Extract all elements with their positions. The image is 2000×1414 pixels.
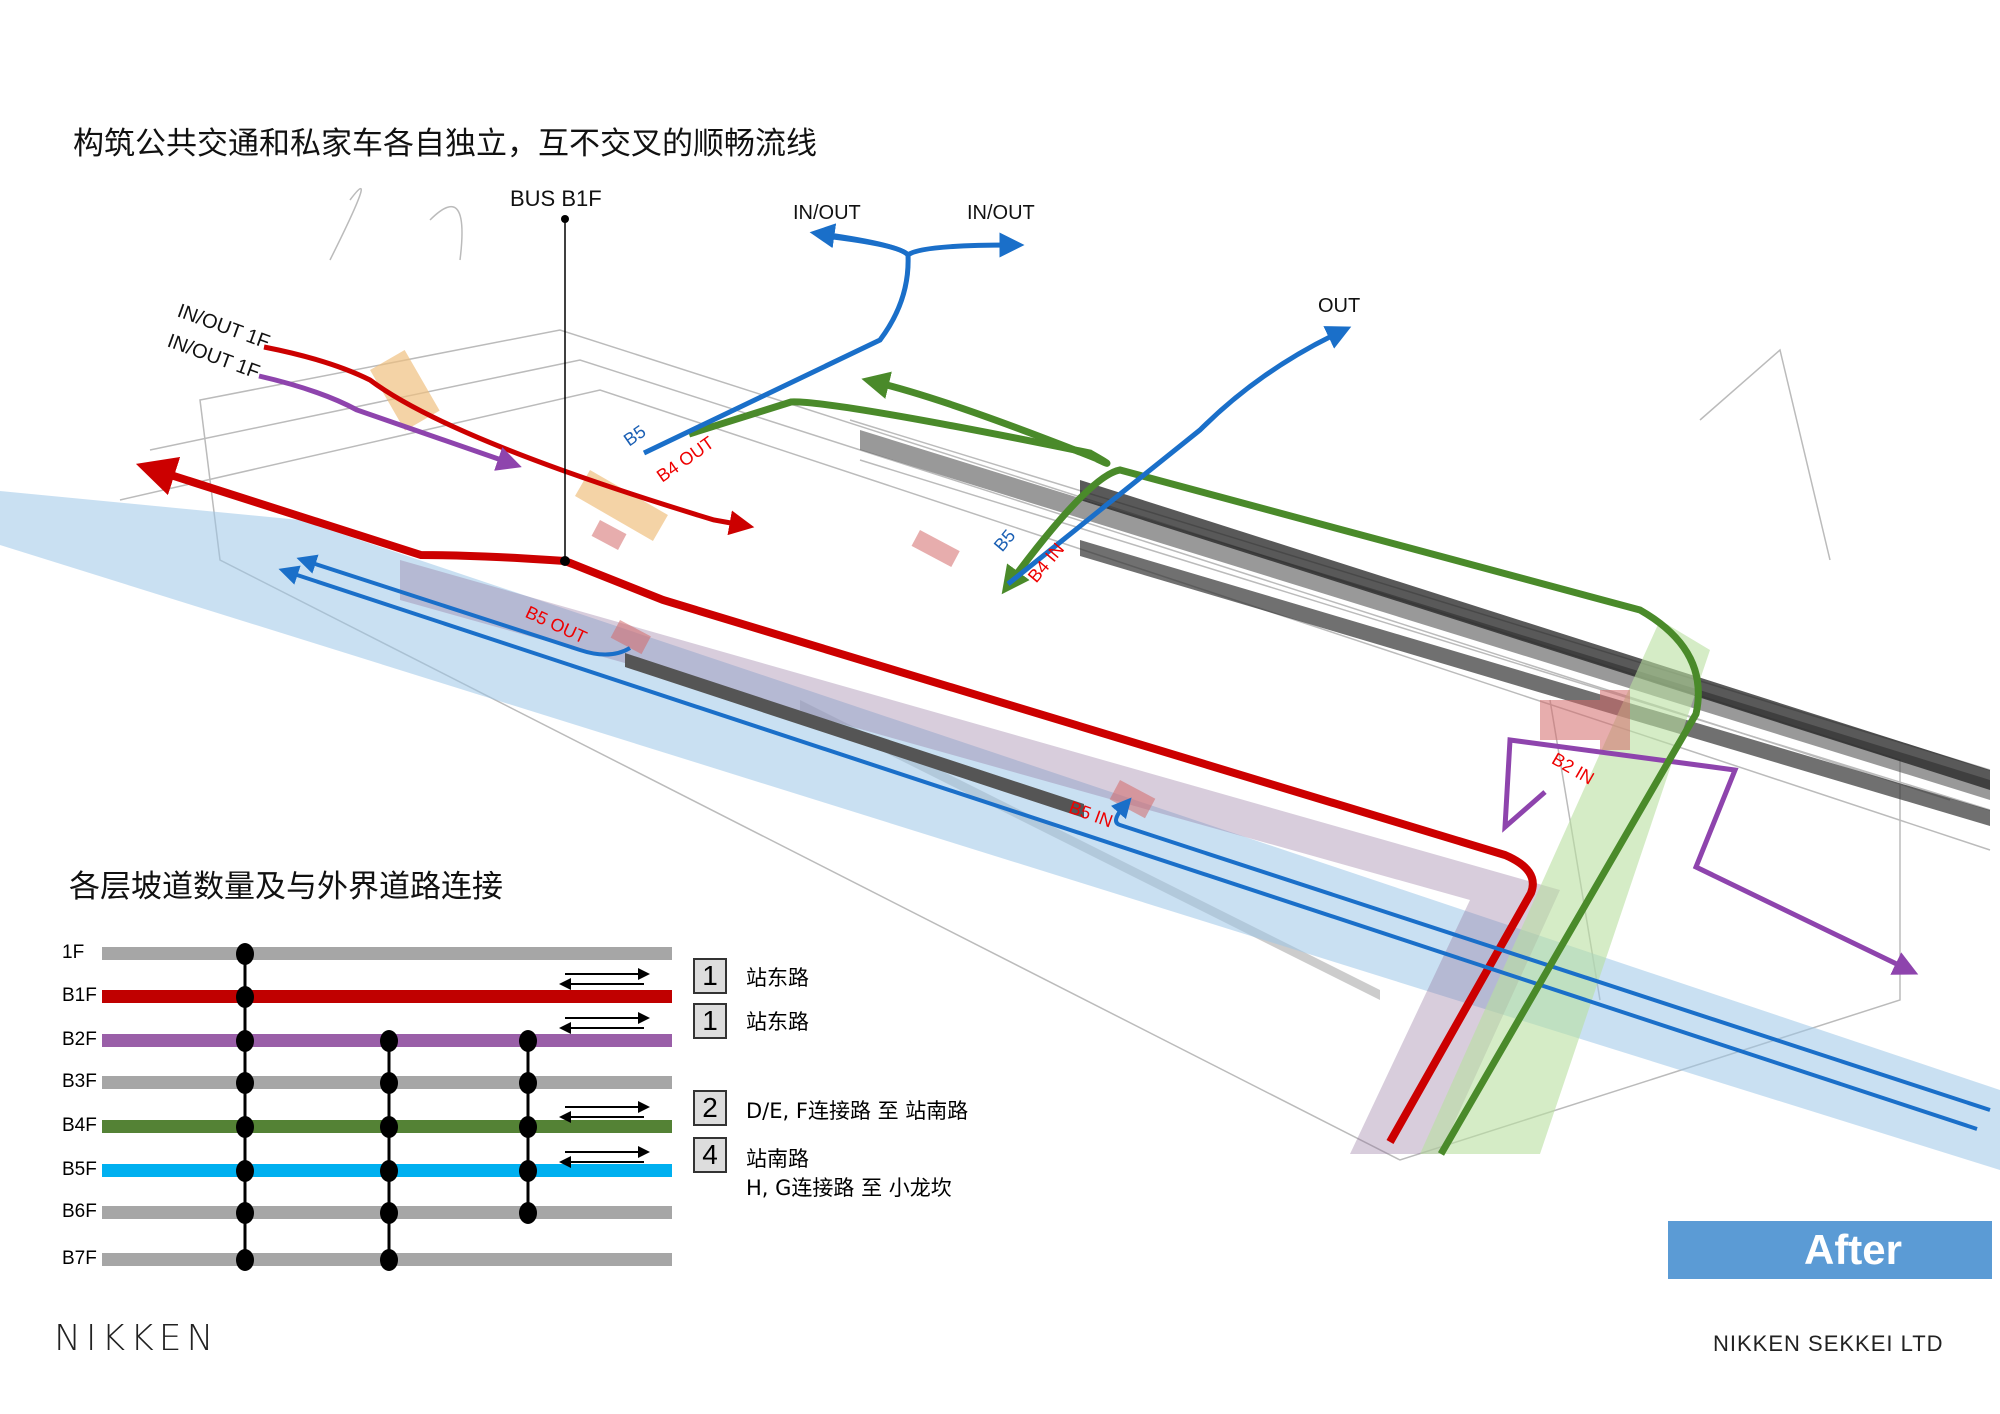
- connection-count-1: 1: [693, 958, 727, 994]
- ramp-node: [380, 1160, 398, 1182]
- ramp-node: [519, 1030, 537, 1052]
- route-purple-b2: [1502, 737, 1919, 975]
- route-green-b4: [687, 398, 1702, 1156]
- ramp-node: [236, 1116, 254, 1138]
- connection-road-2: 站东路: [746, 1010, 809, 1034]
- ramp-node: [519, 1160, 537, 1182]
- floor-label: B3F: [62, 1071, 97, 1092]
- ramp-node: [519, 1072, 537, 1094]
- connection-count-4: 4: [693, 1137, 727, 1173]
- floor-legend: [102, 943, 672, 1271]
- after-badge: After: [1668, 1221, 1992, 1279]
- floor-label: B1F: [62, 985, 97, 1006]
- river-band: [0, 491, 2000, 1170]
- connection-road-3: D/E, F连接路 至 站南路: [746, 1099, 969, 1123]
- legend-arrows: [559, 968, 650, 1168]
- floor-label: B6F: [62, 1201, 97, 1222]
- route-blue-b5-lower: [278, 565, 1978, 1131]
- ramp-node: [236, 986, 254, 1008]
- route-green-arrow: [861, 371, 1107, 466]
- floor-label: B7F: [62, 1248, 97, 1269]
- legend-title: 各层坡道数量及与外界道路连接: [69, 869, 503, 905]
- ramp-node: [236, 1160, 254, 1182]
- company-name: NIKKEN SEKKEI LTD: [1713, 1331, 1944, 1356]
- floor-label: 1F: [62, 942, 85, 963]
- ramp-node: [380, 1202, 398, 1224]
- floor-bar-b1f: [102, 990, 672, 1003]
- ramp-node: [380, 1116, 398, 1138]
- ramp-node: [380, 1030, 398, 1052]
- nikken-logo: NIKKEN: [54, 1318, 219, 1359]
- inout-label-1: IN/OUT: [793, 202, 861, 224]
- ramp-node: [236, 1249, 254, 1271]
- ramp-node: [236, 943, 254, 965]
- floor-label: B2F: [62, 1029, 97, 1050]
- route-blue-out: [1006, 326, 1352, 586]
- connection-road-4: 站南路: [746, 1147, 809, 1171]
- route-red-b1f: [135, 457, 1537, 1144]
- ramp-node: [519, 1116, 537, 1138]
- ramp-node: [236, 1202, 254, 1224]
- ramp-highlights: [369, 349, 668, 541]
- route-red-1f: [263, 344, 755, 536]
- connection-road-1: 站东路: [746, 966, 809, 990]
- page-title: 构筑公共交通和私家车各自独立，互不交叉的顺畅流线: [73, 126, 817, 162]
- floor-bar-1f: [102, 947, 672, 960]
- ramp-node: [380, 1072, 398, 1094]
- ramp-node: [236, 1030, 254, 1052]
- route-blue-b5-in: [1110, 797, 1991, 1112]
- connection-count-2: 1: [693, 1003, 727, 1039]
- route-blue-inout: [642, 236, 1012, 456]
- bus-b1f-label: BUS B1F: [510, 186, 602, 211]
- ramp-node: [236, 1072, 254, 1094]
- connection-count-3: 2: [693, 1090, 727, 1126]
- route-blue-b5-out: [296, 554, 632, 657]
- out-label: OUT: [1318, 295, 1361, 317]
- ramp-dark: [625, 653, 1084, 818]
- ramp-node: [380, 1249, 398, 1271]
- route-purple-1f: [258, 373, 522, 471]
- purple-band: [400, 560, 1560, 1154]
- connection-road-4b: H, G连接路 至 小龙坎: [746, 1176, 952, 1200]
- green-band: [1420, 620, 1710, 1154]
- ramp-node: [519, 1202, 537, 1224]
- floor-label: B5F: [62, 1159, 97, 1180]
- floor-label: B4F: [62, 1115, 97, 1136]
- inout-label-2: IN/OUT: [967, 202, 1035, 224]
- ramp-blocks: [591, 519, 1630, 819]
